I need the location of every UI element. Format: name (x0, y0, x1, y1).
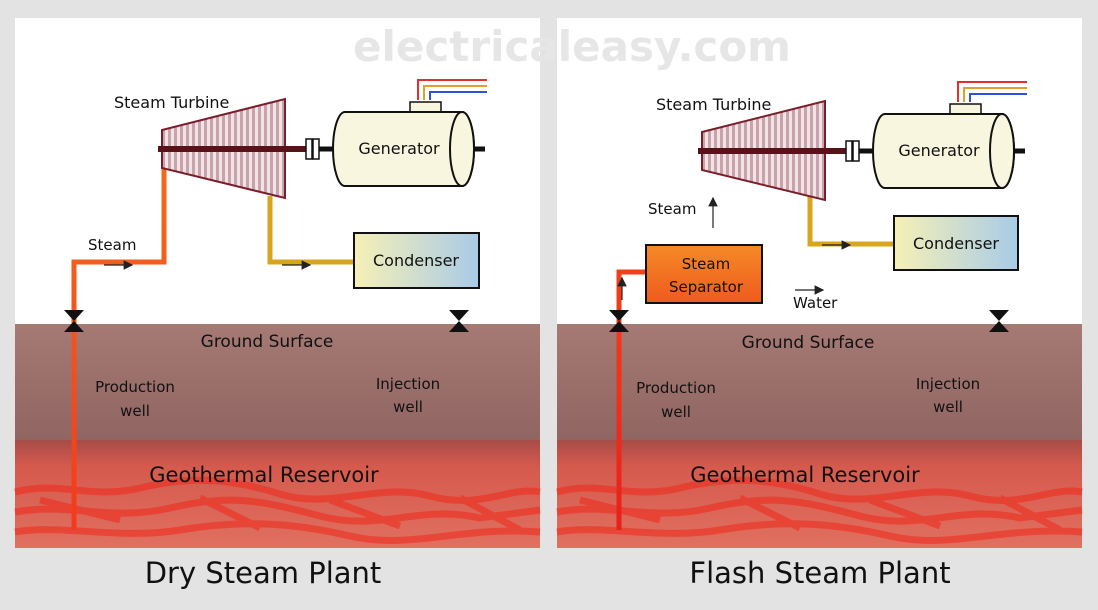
separator-label: Steam (682, 255, 730, 273)
generator-label-2: Generator (898, 141, 980, 160)
condenser-label: Condenser (373, 251, 459, 270)
reservoir-label: Geothermal Reservoir (149, 463, 379, 487)
watermark: electricaleasy.com (353, 22, 791, 71)
separator-label-2: Separator (669, 278, 744, 296)
injection-label-3: Injection (916, 375, 980, 393)
production-valve (64, 310, 84, 332)
production-label-2: well (120, 402, 150, 420)
production-pipe-2 (616, 269, 646, 530)
generator (332, 79, 487, 187)
turbine-label-2: Steam Turbine (656, 95, 771, 114)
injection-valve (449, 310, 469, 332)
flash-steam-panel (556, 18, 1083, 548)
turbine-label: Steam Turbine (114, 93, 229, 112)
production-pipe (71, 168, 167, 530)
steam-label-2: Steam (648, 200, 696, 218)
injection-label-2: well (393, 398, 423, 416)
dry-steam-caption: Dry Steam Plant (144, 556, 382, 590)
ground-label: Ground Surface (201, 332, 334, 352)
generator-label: Generator (358, 139, 440, 158)
condenser-2 (893, 215, 1019, 271)
steam-separator (645, 244, 763, 304)
condenser-label-2: Condenser (913, 234, 999, 253)
production-label-4: well (661, 403, 691, 421)
steam-label: Steam (88, 236, 136, 254)
injection-label-4: well (933, 398, 963, 416)
production-label: Production (95, 378, 175, 396)
reservoir-label-2: Geothermal Reservoir (690, 463, 920, 487)
exhaust-pipe-2 (807, 196, 895, 247)
production-label-3: Production (636, 379, 716, 397)
generator-2 (872, 81, 1027, 189)
condenser (353, 232, 480, 289)
exhaust-pipe (267, 196, 355, 265)
ground-layer-2 (557, 324, 1082, 446)
ground-label-2: Ground Surface (742, 333, 875, 353)
injection-valve-2 (989, 310, 1009, 332)
steam-turbine-2 (698, 99, 882, 202)
dry-steam-panel (14, 18, 541, 548)
water-label: Water (793, 294, 838, 312)
ground-layer (15, 324, 540, 446)
flash-steam-caption: Flash Steam Plant (689, 556, 951, 590)
injection-label: Injection (376, 375, 440, 393)
production-valve-2 (609, 310, 629, 332)
